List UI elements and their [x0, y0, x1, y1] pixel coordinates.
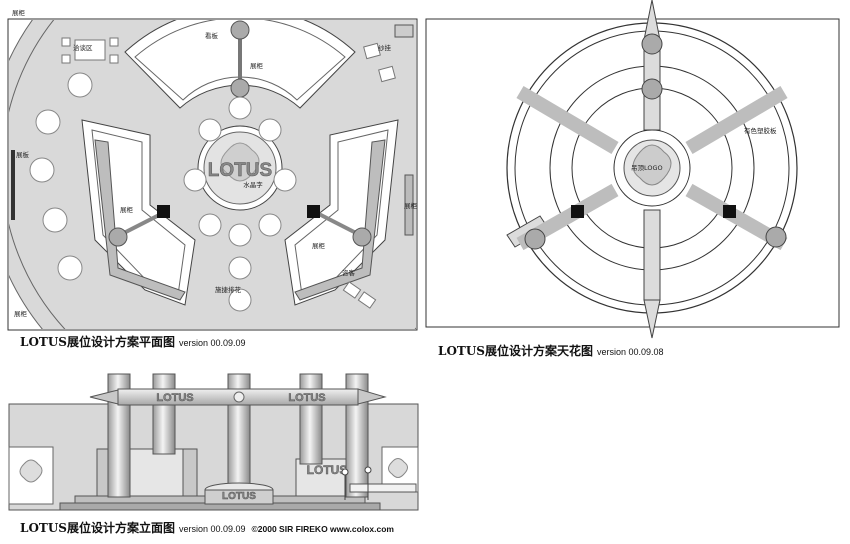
elevation-view: LOTUS LOTUS LOTUS LOTUS [8, 373, 419, 511]
elevation-caption-version: version 00.09.09 [178, 524, 246, 534]
plan-label-right-board: 展柜 [404, 201, 418, 210]
elevation-side-logo: LOTUS [307, 463, 348, 477]
elevation-copyright: ©2000 SIR FIREKO www.colox.com [251, 524, 394, 534]
ceiling-ring-label: 有色塑胶板 [744, 126, 777, 135]
plan-caption-title: LOTUS展位设计方案平面图 [20, 335, 175, 349]
plan-label-print: 纱挂 [378, 43, 392, 52]
elevation-podium-logo: LOTUS [222, 491, 256, 502]
plan-label-reception: 咨客 [342, 268, 356, 277]
ceiling-caption-version: version 00.09.08 [596, 347, 664, 357]
plan-label-display-right: 展柜 [312, 241, 326, 250]
ceiling-logo-label: 吊顶LOGO [631, 164, 663, 172]
ceiling-view: 吊顶LOGO 有色塑胶板 [425, 0, 840, 339]
plan-label-quick-flower: 施捷排花 [215, 285, 242, 294]
ceiling-caption-title: LOTUS展位设计方案天花图 [438, 344, 593, 358]
plan-label-billboard: 看板 [205, 31, 219, 40]
plan-caption-version: version 00.09.09 [178, 338, 246, 348]
plan-label-bottom-left: 展柜 [14, 309, 28, 318]
plan-view: LOTUS 水晶字 [7, 8, 418, 331]
plan-label-left-board: 展板 [16, 150, 30, 159]
elevation-caption-title: LOTUS展位设计方案立面图 [20, 521, 175, 535]
plan-label-display-left: 展柜 [120, 205, 134, 214]
plan-logo-sub: 水晶字 [243, 180, 263, 189]
plan-label-display-top: 展柜 [250, 61, 264, 70]
elevation-beam-logo-right: LOTUS [288, 392, 325, 404]
plan-logo: LOTUS [208, 160, 272, 181]
plan-label-top-left: 展柜 [12, 8, 26, 17]
plan-label-negotiation: 洽谈区 [73, 43, 93, 52]
elevation-beam-logo-left: LOTUS [156, 392, 193, 404]
